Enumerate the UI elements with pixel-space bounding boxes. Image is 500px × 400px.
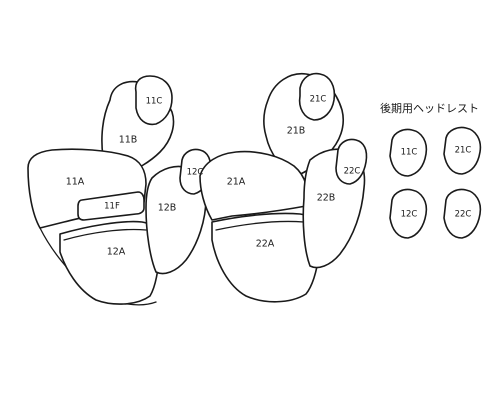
part-11c-headrest <box>134 75 173 126</box>
right-seat-assembly <box>199 72 368 303</box>
part-22c-headrest <box>335 138 368 185</box>
label-late-21c: 21C <box>455 146 472 156</box>
label-11f: 11F <box>104 202 120 212</box>
part-11f-panel <box>77 191 145 221</box>
left-seat-assembly <box>27 75 212 306</box>
label-21a: 21A <box>227 177 246 188</box>
label-late-22c: 22C <box>455 210 472 220</box>
label-11a: 11A <box>66 177 85 188</box>
late-headrest-12c <box>389 188 428 239</box>
part-21c-headrest <box>298 72 336 121</box>
label-late-12c: 12C <box>401 210 418 220</box>
label-22a: 22A <box>256 239 275 250</box>
late-headrest-22c <box>443 188 482 239</box>
label-11b: 11B <box>119 135 138 146</box>
late-headrest-11c <box>389 128 428 177</box>
part-22a-cushion-seam <box>215 220 305 231</box>
label-12b: 12B <box>158 203 177 214</box>
late-headrest-heading: 後期用ヘッドレスト <box>380 101 479 115</box>
part-labels: 11C 11B 11A 11F 12A 12B 12C 21C 21B 21A … <box>66 95 472 258</box>
part-12a-cushion-seam <box>63 228 147 241</box>
label-12c: 12C <box>187 168 204 178</box>
label-12a: 12A <box>107 247 126 258</box>
part-12a-cushion <box>59 220 162 305</box>
label-21c: 21C <box>310 95 327 105</box>
late-headrest-21c <box>443 126 482 175</box>
label-22b: 22B <box>317 193 336 204</box>
label-21b: 21B <box>287 126 306 137</box>
label-22c: 22C <box>344 167 361 177</box>
label-11c: 11C <box>146 97 163 107</box>
part-22a-cushion <box>211 212 322 303</box>
label-late-11c: 11C <box>401 148 418 158</box>
late-headrest-group: 後期用ヘッドレスト <box>380 101 482 239</box>
